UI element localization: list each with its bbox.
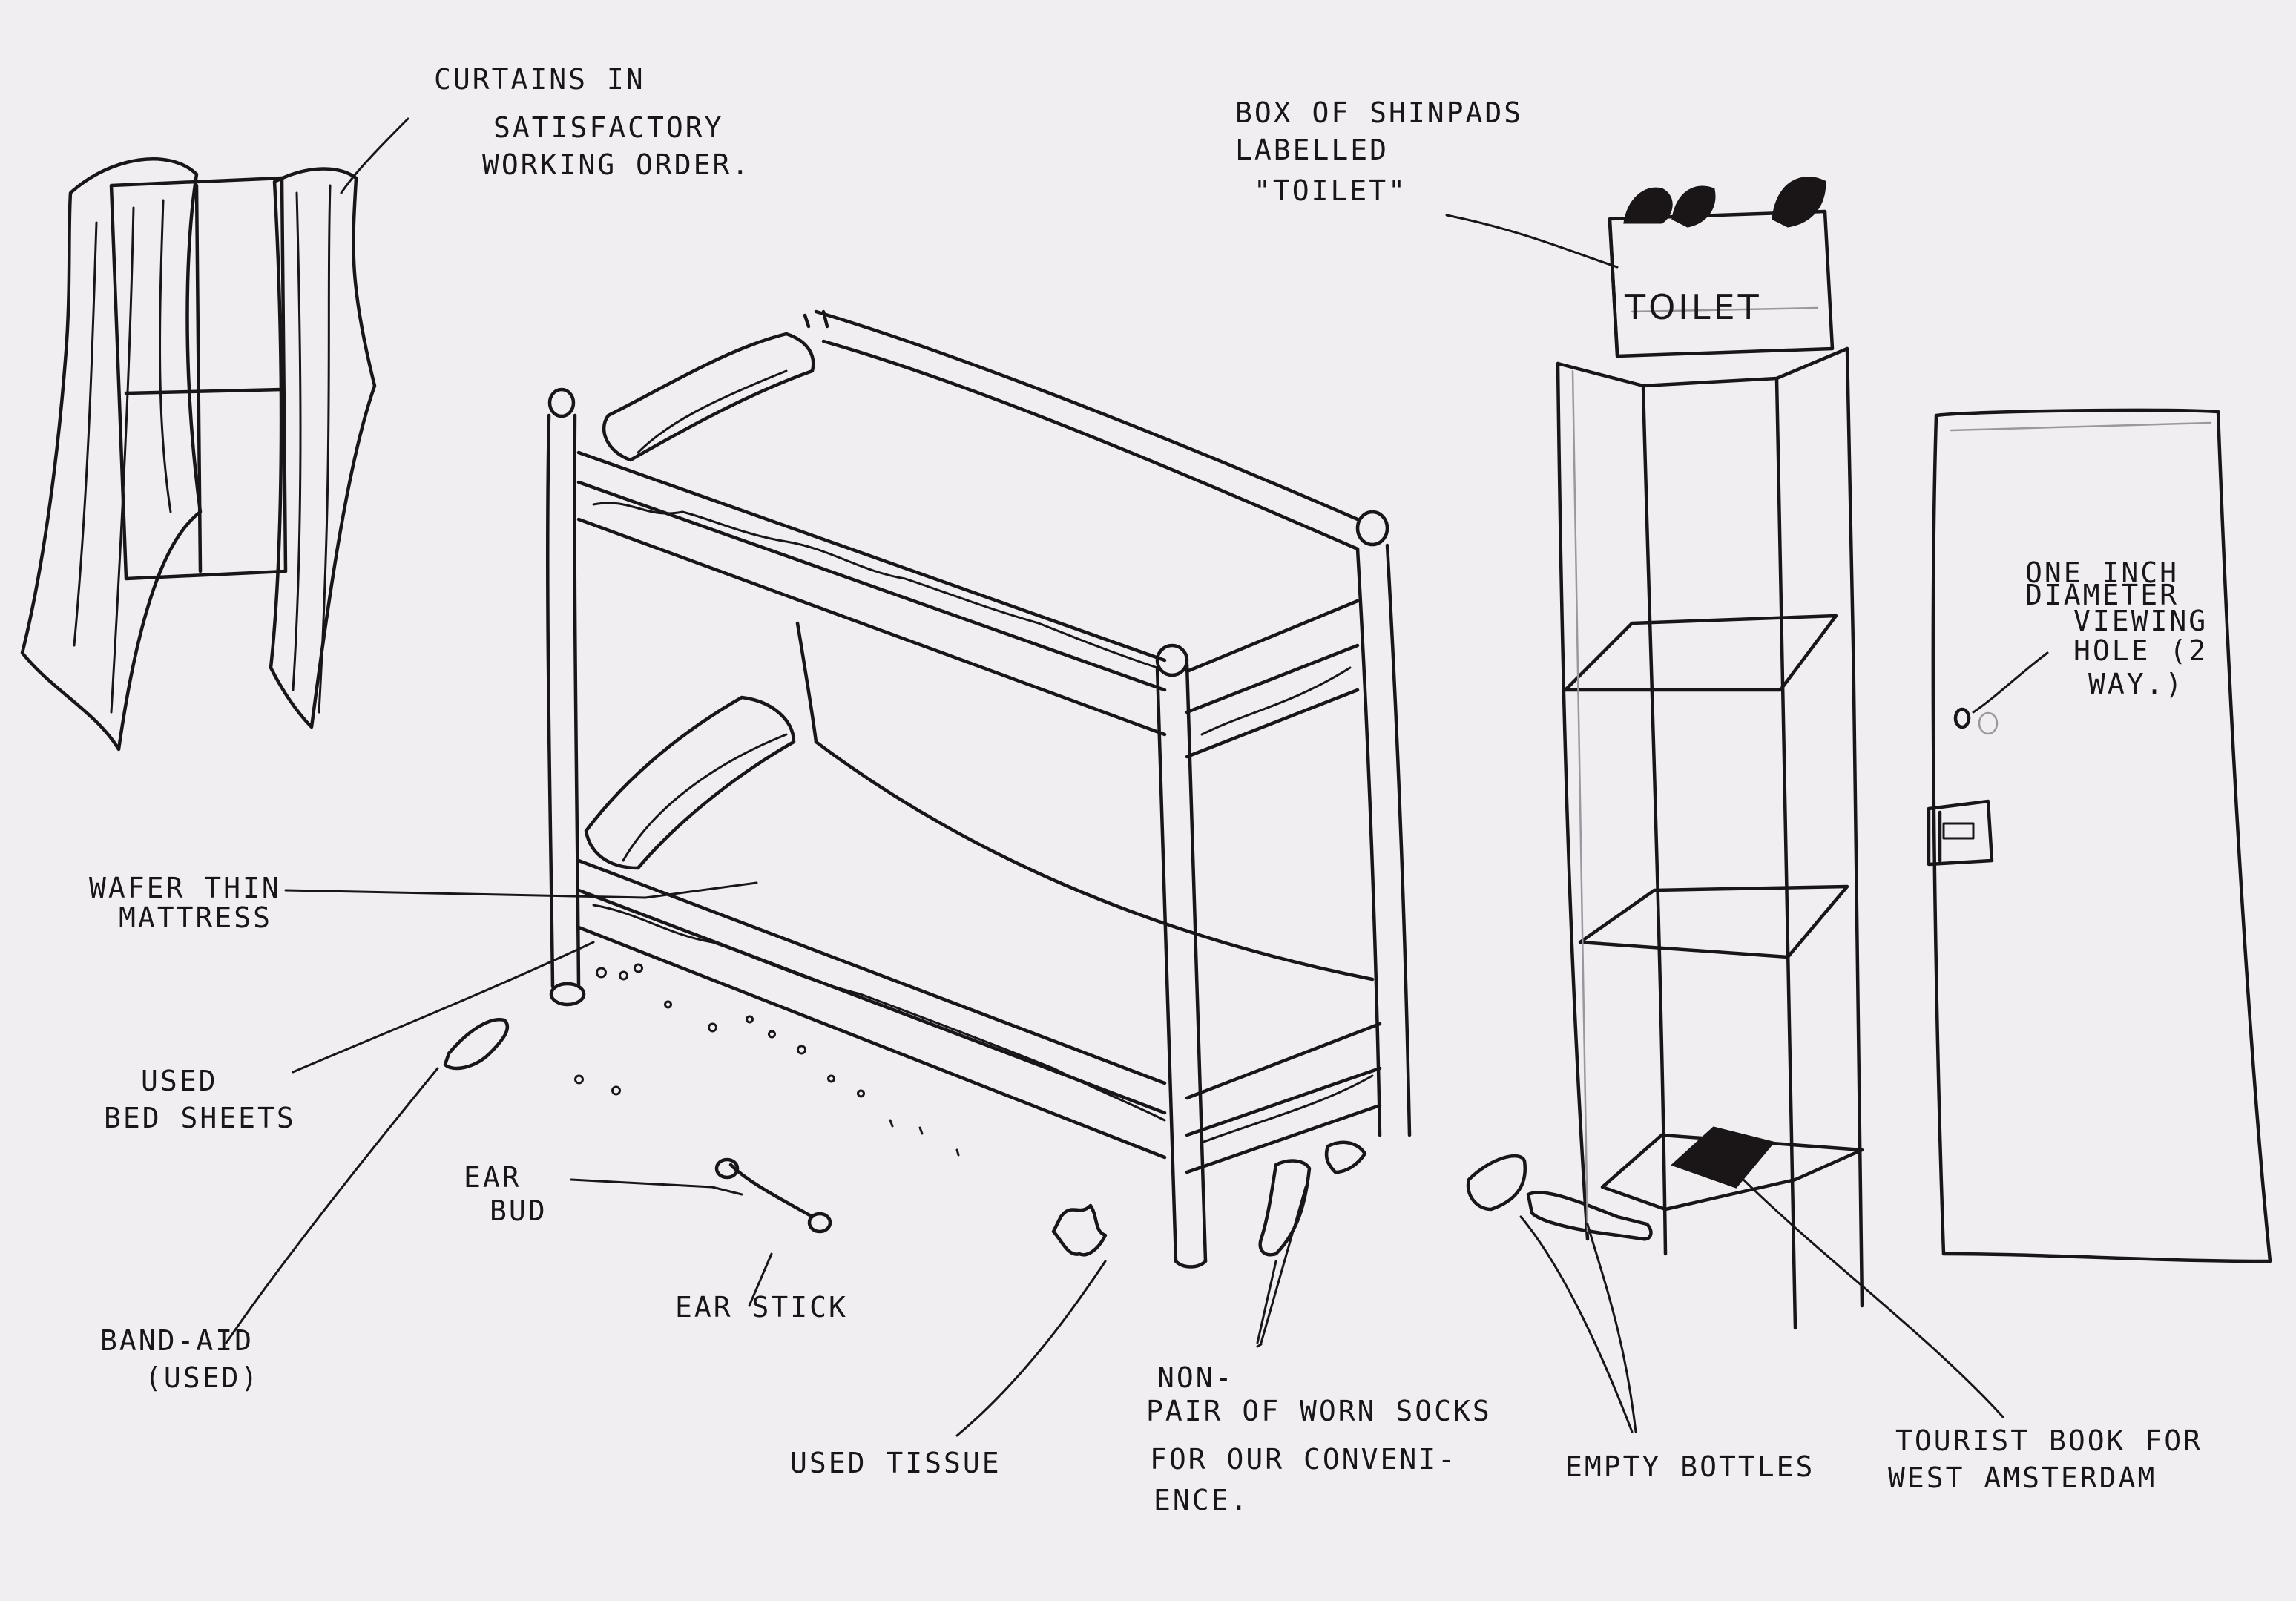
curtains-label-line1: CURTAINS IN	[434, 63, 645, 96]
viewing-hole-label-line3: VIEWING	[2073, 605, 2208, 637]
band-aid-drawing	[443, 1017, 510, 1071]
mattress-label-line1: WAFER THIN	[89, 872, 281, 904]
socks-label-line4: ENCE.	[1154, 1484, 1249, 1516]
tourist-book-label-line2: WEST AMSTERDAM	[1888, 1462, 2157, 1494]
leader-lines	[225, 117, 2049, 1437]
peephole-icon	[1953, 707, 1971, 729]
socks-label-line2: PAIR OF WORN SOCKS	[1146, 1395, 1492, 1427]
viewing-hole-label-line1: ONE INCH	[2025, 556, 2179, 589]
bottles-label: EMPTY BOTTLES	[1565, 1450, 1815, 1483]
bedsheets-label-line1: USED	[141, 1065, 218, 1097]
viewing-hole-label-line5: WAY.)	[2088, 668, 2184, 700]
mattress-label-line2: MATTRESS	[119, 901, 272, 934]
sock-drawing	[1324, 1140, 1367, 1174]
socks-label-line3: FOR OUR CONVENI-	[1150, 1443, 1457, 1476]
sock-drawing	[1258, 1159, 1312, 1257]
bottle-drawing	[1466, 1154, 1527, 1212]
band-aid-label-line2: (USED)	[145, 1361, 260, 1394]
bunk-bed	[546, 309, 1412, 1269]
annotations: CURTAINS IN SATISFACTORY WORKING ORDER. …	[89, 63, 2208, 1516]
tourist-book-drawing	[1671, 1126, 1775, 1189]
lock-icon	[1927, 799, 1994, 867]
shinpad-drawing	[1671, 185, 1716, 228]
ear-bud-label-line2: BUD	[490, 1194, 547, 1227]
shinpads-label-line3: "TOILET"	[1254, 174, 1407, 207]
shinpads-label-line1: BOX OF SHINPADS	[1235, 96, 1523, 129]
tissue-label: USED TISSUE	[790, 1447, 1001, 1479]
shinpad-drawing	[1623, 187, 1673, 224]
curtains-label-line2: SATISFACTORY	[493, 111, 724, 144]
door	[1927, 408, 2272, 1263]
shinpads-label-line2: LABELLED	[1235, 134, 1389, 166]
tissue-drawing	[1051, 1203, 1108, 1257]
ear-stick-label: EAR STICK	[675, 1291, 848, 1324]
shelf-unit	[1556, 346, 1864, 1330]
toilet-box: TOILET	[1608, 176, 1835, 358]
bedsheets-label-line2: BED SHEETS	[104, 1102, 296, 1134]
tourist-book-label-line1: TOURIST BOOK FOR	[1895, 1424, 2203, 1457]
bottle-drawing	[1526, 1191, 1653, 1241]
curtains-label-line3: WORKING ORDER.	[482, 148, 751, 181]
shinpad-drawing	[1772, 176, 1826, 228]
socks-label-line1: NON-	[1157, 1361, 1234, 1394]
ear-stick-drawing	[728, 1163, 815, 1219]
viewing-hole-label-line4: HOLE (2	[2073, 634, 2208, 667]
box-label-text: TOILET	[1624, 287, 1762, 327]
floor-debris	[443, 1017, 1653, 1257]
window-curtains	[20, 157, 377, 752]
ear-bud-label-line1: EAR	[464, 1161, 522, 1194]
band-aid-label-line1: BAND-AID	[100, 1324, 254, 1357]
viewing-hole-label-line2: DIAMETER	[2025, 579, 2179, 611]
